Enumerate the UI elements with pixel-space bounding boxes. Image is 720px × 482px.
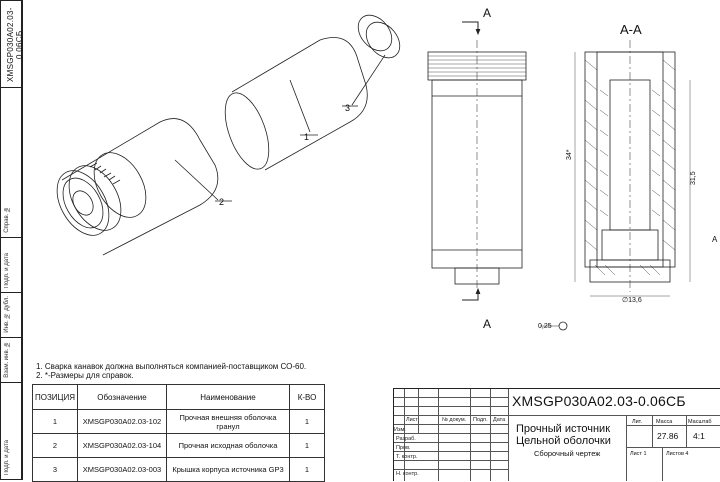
tb-line: [394, 442, 508, 443]
spec-cell-name: Прочная внешняя оболочка гранул: [166, 409, 290, 434]
mass-label: Масса: [656, 419, 673, 425]
dim-diameter: ∅13,6: [622, 297, 642, 304]
side-view: [427, 21, 527, 301]
spec-cell-designation: XMSGP030A02.03-003: [77, 457, 167, 482]
scale-value: 4:1: [693, 431, 705, 441]
tb-line: [394, 460, 508, 461]
section-view: [540, 40, 691, 331]
title-block: Изм. Лист № докум. Подп. Дата Разраб. Пр…: [393, 388, 720, 481]
tb-col-change: Изм.: [394, 427, 406, 433]
tb-line: [626, 415, 627, 481]
tb-line: [394, 415, 720, 416]
spec-cell-position: 1: [32, 409, 78, 434]
spec-header-position: ПОЗИЦИЯ: [32, 384, 78, 410]
mass-value: 27.86: [657, 431, 679, 441]
side-strip-replace: Взам. инв. №: [0, 338, 22, 383]
tb-row-tech-control: Т. контр.: [396, 454, 418, 460]
tb-line: [394, 424, 508, 425]
tb-line: [394, 469, 508, 470]
tb-line: [490, 389, 491, 481]
tb-col-docnum: № докум.: [442, 417, 467, 423]
note-2: 2. *-Размеры для справок.: [36, 371, 134, 380]
tb-line: [662, 447, 663, 481]
spec-table: ПОЗИЦИЯ Обозначение Наименование К-ВО 1 …: [32, 384, 325, 482]
tb-line: [626, 447, 720, 448]
tb-col-date: Дата: [493, 417, 506, 423]
dim-gap: 0,25: [538, 323, 552, 330]
tb-line: [652, 415, 653, 447]
side-strip-ref: Справ. №: [0, 88, 22, 238]
callout-leader-2: [174, 159, 219, 201]
tb-row-checked: Пров.: [396, 445, 411, 451]
part-3-cap: [357, 14, 401, 59]
side-strip-dup: Инв. № дубл.: [0, 293, 22, 338]
drawing-frame: [22, 0, 720, 480]
sheet-count: Листов 4: [666, 451, 689, 457]
callout-1: 1: [304, 132, 309, 142]
spec-cell-position: 2: [32, 433, 78, 458]
callout-3: 3: [345, 103, 350, 113]
spec-cell-qty: 1: [289, 409, 325, 434]
table-row: 1 XMSGP030A02.03-102 Прочная внешняя обо…: [32, 409, 325, 434]
spec-cell-name: Крышка корпуса источника GP3: [166, 457, 290, 482]
spec-cell-name: Прочная исходная оболочка: [166, 433, 290, 458]
dim-inner: 31,5: [690, 171, 697, 185]
tb-col-sign: Подп.: [473, 417, 488, 423]
tb-line: [438, 389, 439, 481]
spec-header-qty: К-ВО: [289, 384, 325, 410]
tb-line: [404, 389, 405, 481]
sheet-zone-label: A: [712, 235, 718, 244]
table-row: 3 XMSGP030A02.03-003 Крышка корпуса исто…: [32, 457, 325, 482]
part-2-outer-shell: [56, 118, 219, 256]
tb-line: [418, 389, 419, 433]
spec-cell-designation: XMSGP030A02.03-102: [77, 409, 167, 434]
tb-line: [508, 389, 509, 481]
spec-cell-position: 3: [32, 457, 78, 482]
spec-cell-qty: 1: [289, 457, 325, 482]
tb-line: [470, 389, 471, 481]
tb-line: [394, 433, 508, 434]
tb-line: [394, 406, 508, 407]
tb-line: [626, 425, 720, 426]
section-mark-top: A: [483, 6, 491, 20]
section-mark-bottom: A: [483, 317, 491, 331]
sheet-number: Лист 1: [630, 451, 647, 457]
callout-leader-1: [289, 79, 311, 133]
tb-line: [394, 397, 508, 398]
scale-label: Масштаб: [688, 419, 712, 425]
product-name: Прочный источник Цельной оболочки: [516, 423, 611, 447]
product-name-line-2: Цельной оболочки: [516, 435, 611, 447]
side-strip-sign-1: Подп. и дата: [0, 238, 22, 293]
spec-header-name: Наименование: [166, 384, 290, 410]
tb-row-developer: Разраб.: [396, 436, 416, 442]
note-1: 1. Сварка канавок должна выполняться ком…: [36, 362, 307, 371]
tb-col-sheet: Лист: [406, 417, 418, 423]
part-1-inner-shell: [224, 37, 368, 171]
spec-cell-designation: XMSGP030A02.03-104: [77, 433, 167, 458]
tb-line: [686, 415, 687, 447]
spec-header-designation: Обозначение: [77, 384, 167, 410]
drawing-designation: XMSGP030A02.03-0.06СБ: [512, 393, 686, 409]
spec-header-row: ПОЗИЦИЯ Обозначение Наименование К-ВО: [32, 384, 325, 410]
tb-row-norm-control: Н. контр.: [396, 471, 419, 477]
lit-label: Лит.: [632, 419, 643, 425]
dim-overall: 34*: [566, 149, 573, 160]
tb-line: [394, 451, 508, 452]
section-title: A-A: [620, 22, 642, 37]
document-type: Сборочный чертеж: [534, 449, 601, 458]
spec-cell-qty: 1: [289, 433, 325, 458]
callout-leader-3: [351, 54, 386, 106]
technical-notes: 1. Сварка канавок должна выполняться ком…: [36, 362, 306, 380]
rotated-stamp-box: XMSGP030A02.03-0.06СБ: [0, 0, 24, 88]
product-name-line-1: Прочный источник: [516, 423, 611, 435]
callout-2: 2: [219, 197, 224, 207]
table-row: 2 XMSGP030A02.03-104 Прочная исходная об…: [32, 433, 325, 458]
